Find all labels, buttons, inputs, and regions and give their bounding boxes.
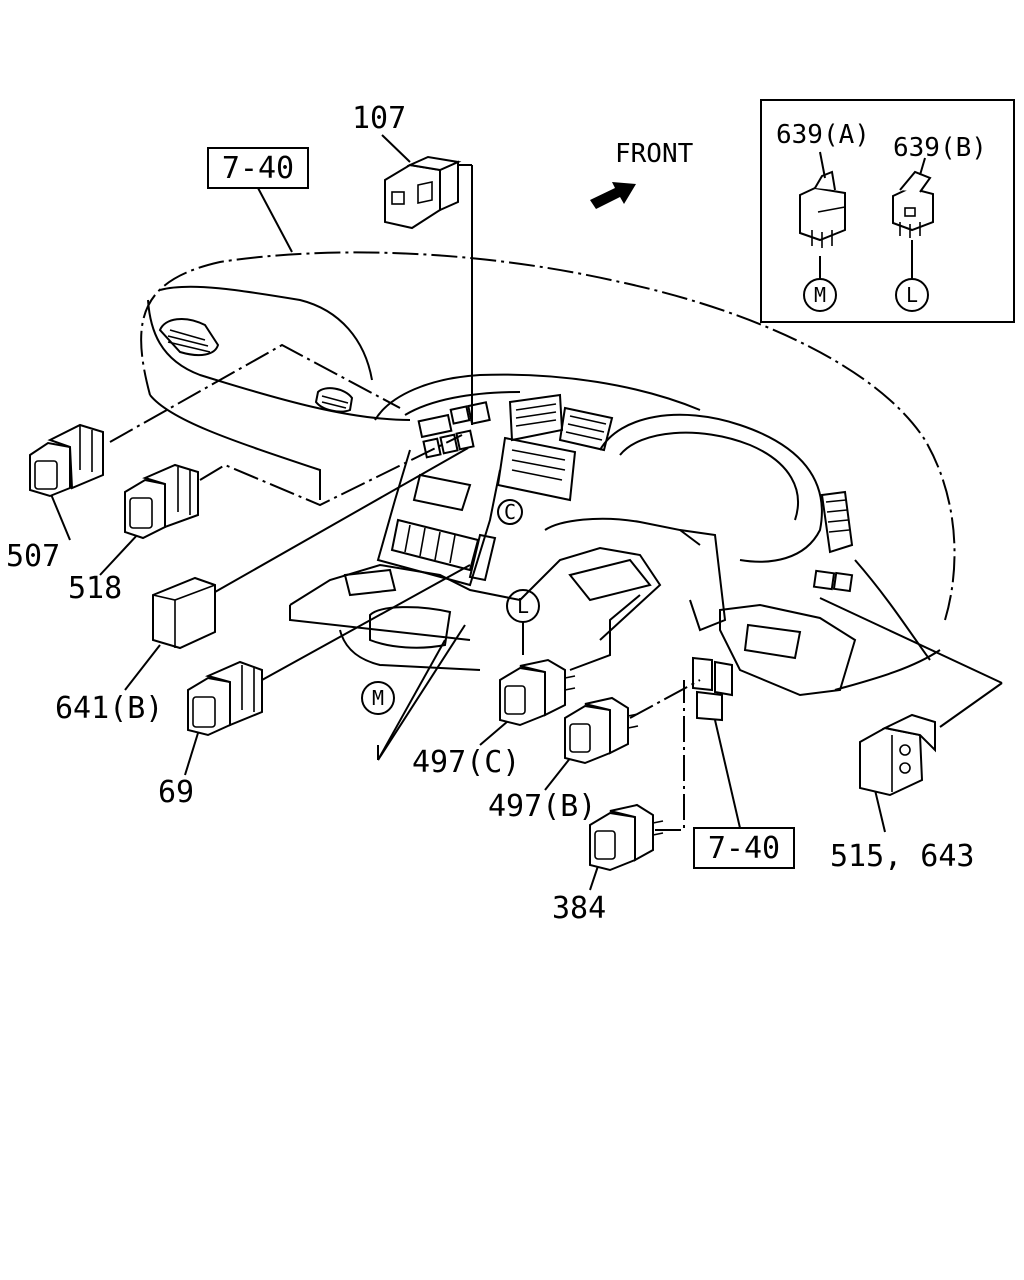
ref-label-top: 7-40 [222,151,294,186]
part-107-switch [384,155,462,230]
ref-box-bottom [693,827,795,869]
marker-c: C [504,500,516,524]
part-label-639b: 639(B) [893,133,987,163]
marker-l: L [517,594,529,618]
part-label-497c: 497(C) [412,745,520,780]
inset-marker-m: M [814,283,826,307]
part-497b-switch [564,696,639,765]
inset-marker-l-circle [895,278,929,312]
ref-label-bottom: 7-40 [708,831,780,866]
part-515-643-switch [859,713,936,797]
dashboard-outline [140,251,956,697]
marker-c-circle [497,499,523,525]
part-384-switch [589,803,664,872]
front-arrow-icon [590,182,636,209]
part-69-switch [187,660,263,737]
part-label-69: 69 [158,775,194,810]
part-label-639a: 639(A) [776,120,870,150]
part-label-384: 384 [552,891,606,926]
part-label-641b: 641(B) [55,691,163,726]
marker-m-circle [361,681,395,715]
part-label-107: 107 [352,101,406,136]
inset-marker-l: L [906,283,918,307]
part-641b-switch [152,576,216,650]
part-label-507: 507 [6,539,60,574]
part-label-515-643: 515, 643 [830,839,975,874]
part-518-switch [124,463,199,540]
inset-marker-m-circle [803,278,837,312]
marker-m: M [372,686,384,710]
front-label: FRONT [615,139,694,169]
ref-box-top [207,147,309,189]
marker-l-circle [506,589,540,623]
part-507-switch [29,423,104,498]
part-497c-switch [499,658,576,727]
inset-box [760,99,1015,323]
part-label-518: 518 [68,571,122,606]
part-label-497b: 497(B) [488,789,596,824]
